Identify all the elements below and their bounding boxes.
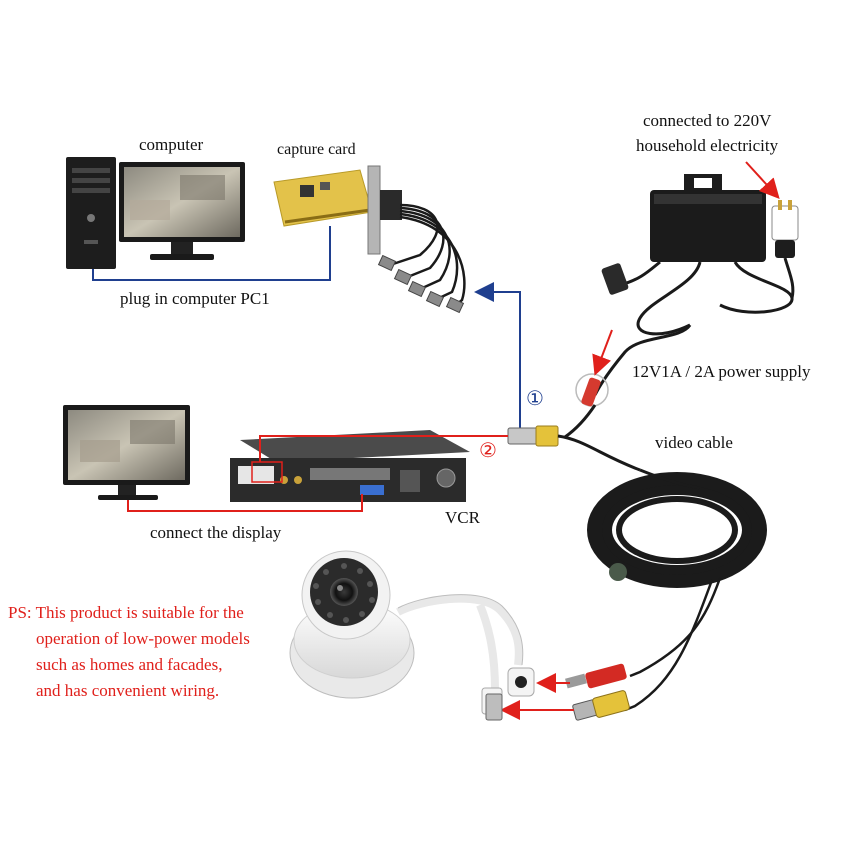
connect-display-label: connect the display [150, 523, 282, 542]
plug-in-pc-label: plug in computer PC1 [120, 289, 270, 308]
vcr-label: VCR [445, 508, 480, 527]
vcr-input-highlight [251, 461, 283, 483]
power-adapter [593, 174, 799, 396]
note-line-2: operation of low-power models [36, 629, 250, 648]
coil-label [609, 563, 627, 581]
step-1-marker: ① [526, 388, 544, 410]
camera-pigtail-outline [397, 594, 524, 666]
note-line-3: such as homes and facades, [36, 655, 223, 674]
arrow-to-plug [745, 161, 780, 199]
camera-dc-socket [507, 667, 535, 697]
capture-card [273, 165, 402, 255]
camera-pigtail [396, 594, 523, 691]
computer-label: computer [139, 135, 204, 154]
coil-output-cables [624, 577, 722, 712]
red-display-link [127, 494, 363, 512]
bottom-dc-connector [565, 663, 627, 689]
red-vcr-link [259, 435, 508, 462]
computer-tower [66, 157, 116, 269]
note-line-4: and has convenient wiring. [36, 681, 220, 700]
arrow-to-dc-plug [592, 329, 613, 376]
step-2-marker: ② [479, 440, 497, 462]
capture-card-label: capture card [277, 141, 356, 158]
power-label-line2: household electricity [636, 136, 779, 155]
bottom-bnc-connector [572, 690, 630, 721]
dome-camera [289, 550, 415, 699]
capture-card-cables [389, 203, 466, 307]
bnc-connector-top [507, 425, 641, 472]
cable-coil [587, 468, 767, 588]
blue-pc-link [92, 226, 331, 281]
camera-bnc-socket [481, 687, 503, 721]
rca-plugs [377, 254, 465, 314]
power-label-line1: connected to 220V [643, 111, 772, 130]
dc-power-plug [564, 373, 609, 439]
display-monitor [63, 405, 190, 500]
power-supply-label: 12V1A / 2A power supply [632, 362, 811, 381]
video-cable-label: video cable [655, 433, 733, 452]
blue-capture-link [474, 282, 521, 430]
computer-monitor [119, 162, 245, 260]
vcr-box [230, 430, 470, 502]
note-line-1: PS: This product is suitable for the [8, 603, 244, 622]
